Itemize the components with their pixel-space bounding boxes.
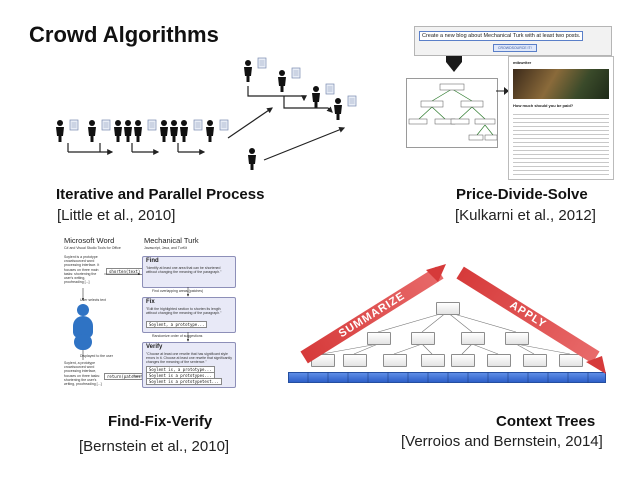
tree-root-node [436, 302, 460, 315]
tree-node [451, 354, 475, 367]
leaf-row [288, 372, 606, 383]
price-prompt-box: Create a new blog about Mechanical Turk … [414, 26, 612, 56]
context-figure: SUMMARIZE APPLY [282, 264, 612, 390]
ffv-displayed: Displayed to the user [80, 354, 113, 358]
fix-box: Fix "Edit the highlighted section to sho… [142, 297, 236, 333]
ffv-mturk-sub: Javascript, Java, and TurKit [144, 246, 187, 250]
price-site-name: mtbwriter [513, 60, 532, 65]
fix-label: Fix [146, 299, 155, 305]
blog-text-lines [513, 111, 609, 175]
iterative-chain [56, 119, 229, 155]
fix-code: Soylent, a prototype... [146, 321, 208, 328]
price-tree [408, 83, 498, 141]
crowdsource-button[interactable]: CROWDSOURCE IT! [493, 44, 537, 52]
ffv-user-text-2: Soylent, a prototype crowdsourced word p… [64, 361, 102, 387]
iterative-diagram [56, 57, 357, 170]
tree-node [559, 354, 583, 367]
iterative-figure [48, 48, 368, 178]
verify-code-3: Soylent is a prototypetest... [146, 378, 222, 385]
user-blob-icon [73, 304, 93, 350]
tree-node [411, 332, 435, 345]
context-tree-lines [321, 311, 571, 355]
iterative-caption: Iterative and Parallel Process [56, 186, 265, 203]
leaf-dividers [307, 372, 589, 383]
verify-label: Verify [146, 344, 163, 350]
tree-node [523, 354, 547, 367]
price-prompt: Create a new blog about Mechanical Turk … [419, 31, 584, 41]
ffv-user-text-1: Soylent is a prototype crowdsourced word… [64, 255, 100, 285]
blog-header-image [513, 69, 609, 99]
right-arrow-icon [496, 87, 509, 95]
randomize-text: Randomize order of suggestions [152, 334, 203, 338]
price-tree-box [406, 78, 498, 148]
price-figure: Create a new blog about Mechanical Turk … [400, 26, 616, 180]
summarize-arrowhead-icon [426, 264, 446, 282]
fix-text: "Edit the highlighted section to shorten… [146, 307, 222, 316]
tree-node [343, 354, 367, 367]
slide-title: Crowd Algorithms [29, 22, 219, 47]
tree-node [383, 354, 407, 367]
verify-text: "Choose at least one rewrite that has si… [146, 352, 232, 365]
ffv-mturk-title: Mechanical Turk [144, 236, 199, 245]
ffv-caption: Find-Fix-Verify [108, 413, 213, 430]
down-arrow-icon [446, 56, 462, 72]
find-overlap: Find overlapping areas (patches) [152, 289, 204, 293]
iterative-reference: [Little et al., 2010] [57, 207, 176, 224]
verify-box: Verify "Choose at least one rewrite that… [142, 342, 236, 388]
apply-arrowhead-icon [586, 356, 606, 374]
price-blog-page: mtbwriter How much should you be paid? [508, 56, 614, 180]
tree-node [421, 354, 445, 367]
ffv-word-title: Microsoft Word [64, 236, 115, 245]
tree-node [487, 354, 511, 367]
find-text: "Identify at least one area that can be … [146, 266, 222, 275]
context-reference: [Verroios and Bernstein, 2014] [401, 433, 603, 450]
tree-node [367, 332, 391, 345]
find-box: Find "Identify at least one area that ca… [142, 256, 236, 288]
ffv-user-selects: User selects text [80, 298, 106, 302]
ffv-reference: [Bernstein et al., 2010] [79, 438, 230, 455]
price-caption: Price-Divide-Solve [456, 186, 588, 203]
parallel-tree [227, 57, 357, 170]
ffv-arrows [81, 272, 190, 377]
tree-node [461, 332, 485, 345]
ffv-word-sub: C# and Visual Studio Tools for Office [64, 246, 121, 250]
context-caption: Context Trees [496, 413, 596, 430]
find-label: Find [146, 258, 159, 264]
price-reference: [Kulkarni et al., 2012] [455, 207, 596, 224]
price-post-heading: How much should you be paid? [513, 103, 574, 108]
tree-node [505, 332, 529, 345]
ffv-figure: Microsoft Word C# and Visual Studio Tool… [60, 236, 240, 398]
